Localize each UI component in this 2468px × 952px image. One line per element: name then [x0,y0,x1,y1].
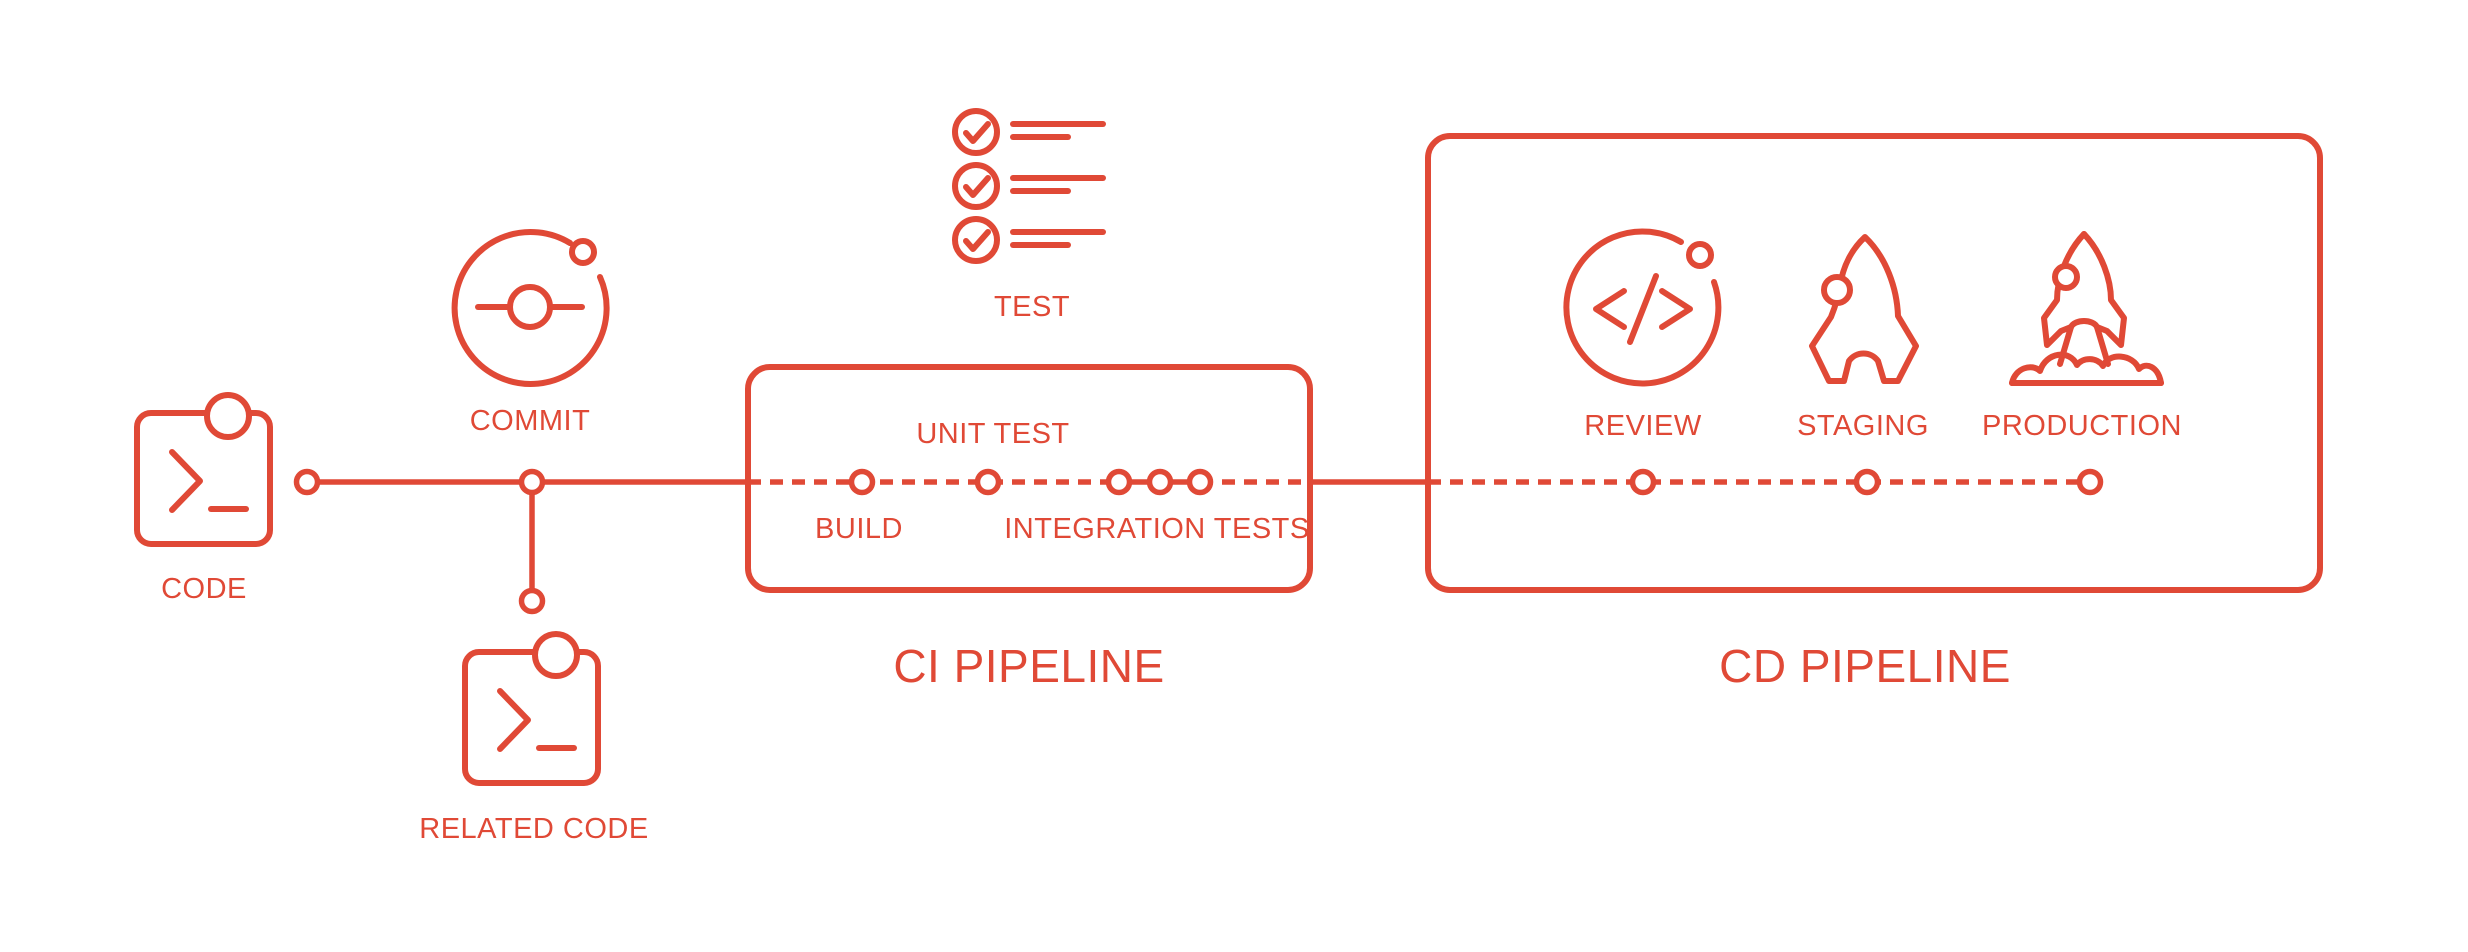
node-unit-test [974,468,1002,496]
check-mark-icon [963,229,991,252]
code-badge-circle [204,392,252,440]
ci-pipeline-box [745,364,1313,593]
rocket-window-circle [2052,263,2080,291]
check-circle-icon [952,162,1000,210]
node-integration-3 [1186,468,1214,496]
cd-pipeline-box [1425,133,2323,593]
test-checklist-icon [952,108,1106,264]
commit-inner-circle [507,284,553,330]
rocket-leg-arch [2068,318,2100,330]
review-outer-arc [1563,228,1722,387]
commit-outer-arc [451,229,610,387]
node-commit-junction [518,468,546,496]
code-label: CODE [161,573,247,605]
code-terminal-icon [134,392,273,547]
check-mark-icon [963,121,991,144]
production-label: PRODUCTION [1982,410,2182,442]
related-code-label: RELATED CODE [419,813,648,845]
review-label: REVIEW [1584,410,1702,442]
commit-icon [451,229,610,387]
node-build [848,468,876,496]
check-circle-icon [952,216,1000,264]
related-code-badge-circle [532,631,580,679]
node-staging [1853,468,1881,496]
code-close-bracket [1659,288,1693,330]
commit-badge-circle [569,238,597,266]
commit-label: COMMIT [470,405,591,437]
code-slash [1627,273,1659,345]
build-label: BUILD [815,513,903,545]
review-badge-circle [1686,241,1714,269]
node-code [293,468,321,496]
unit-test-label: UNIT TEST [916,418,1069,450]
ci-pipeline-title: CI PIPELINE [893,640,1164,692]
code-open-bracket [1593,288,1627,330]
terminal-prompt-chevron [169,449,203,513]
staging-label: STAGING [1797,410,1929,442]
integration-tests-label: INTEGRATION TESTS [1004,513,1310,545]
code-review-icon [1563,228,1722,387]
check-circle-icon [952,108,1000,156]
node-production-end [2076,468,2104,496]
pipeline-nodes [293,468,2104,615]
cd-pipeline-title: CD PIPELINE [1719,640,2011,692]
launch-smoke-cloud [2009,351,2164,386]
test-label: TEST [994,291,1070,323]
rocket-window-circle [1821,274,1853,306]
node-integration-2 [1146,468,1174,496]
node-related-code [518,587,546,615]
terminal-prompt-chevron [497,688,531,752]
production-launch-icon [2009,231,2164,386]
related-code-terminal-icon [462,631,601,786]
node-integration-1 [1105,468,1133,496]
staging-rocket-icon [1809,234,1919,384]
check-mark-icon [963,175,991,198]
node-review [1629,468,1657,496]
